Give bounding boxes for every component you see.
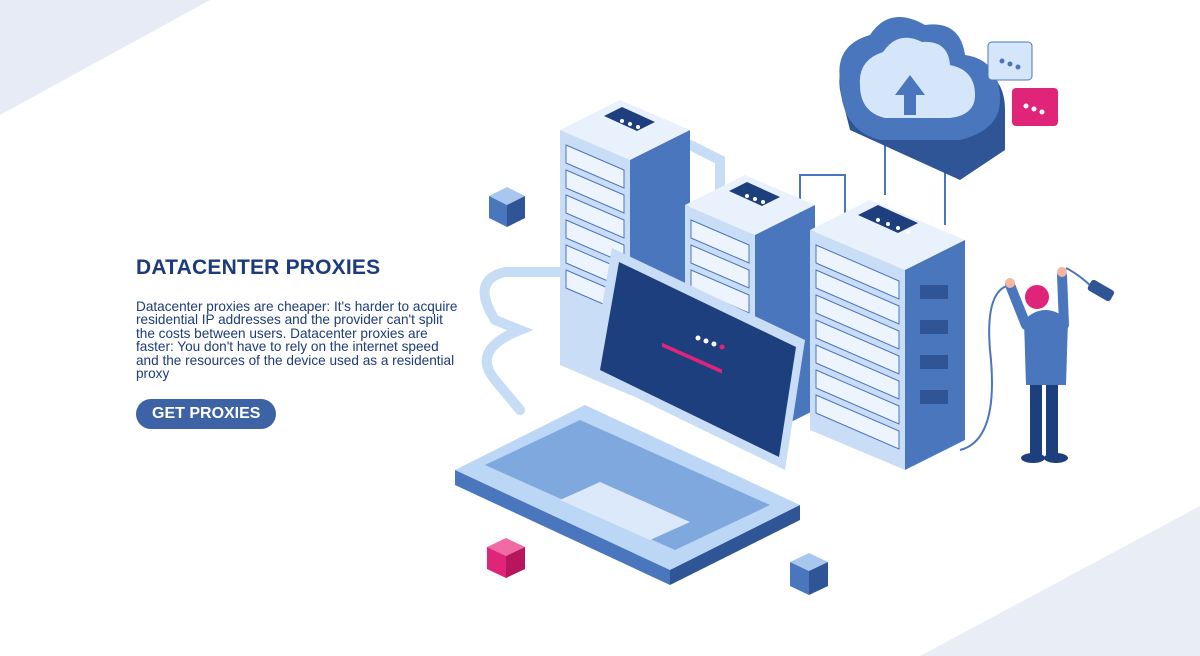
laptop-icon — [455, 248, 805, 585]
cable-icon — [479, 140, 725, 415]
cube-icon — [487, 538, 525, 578]
hero-description: Datacenter proxies are cheaper: It's har… — [136, 299, 458, 382]
get-proxies-button[interactable]: GET PROXIES — [136, 399, 277, 430]
person-icon — [1005, 267, 1115, 463]
cloud-upload-icon — [839, 17, 1005, 180]
server-rack-icon — [810, 200, 965, 470]
page-title: DATACENTER PROXIES — [136, 256, 381, 279]
cube-icon — [489, 187, 525, 227]
hero-copy: DATACENTER PROXIES Datacenter proxies ar… — [136, 256, 466, 430]
cube-icon — [790, 553, 828, 595]
chat-bubble-icon — [987, 41, 1058, 126]
